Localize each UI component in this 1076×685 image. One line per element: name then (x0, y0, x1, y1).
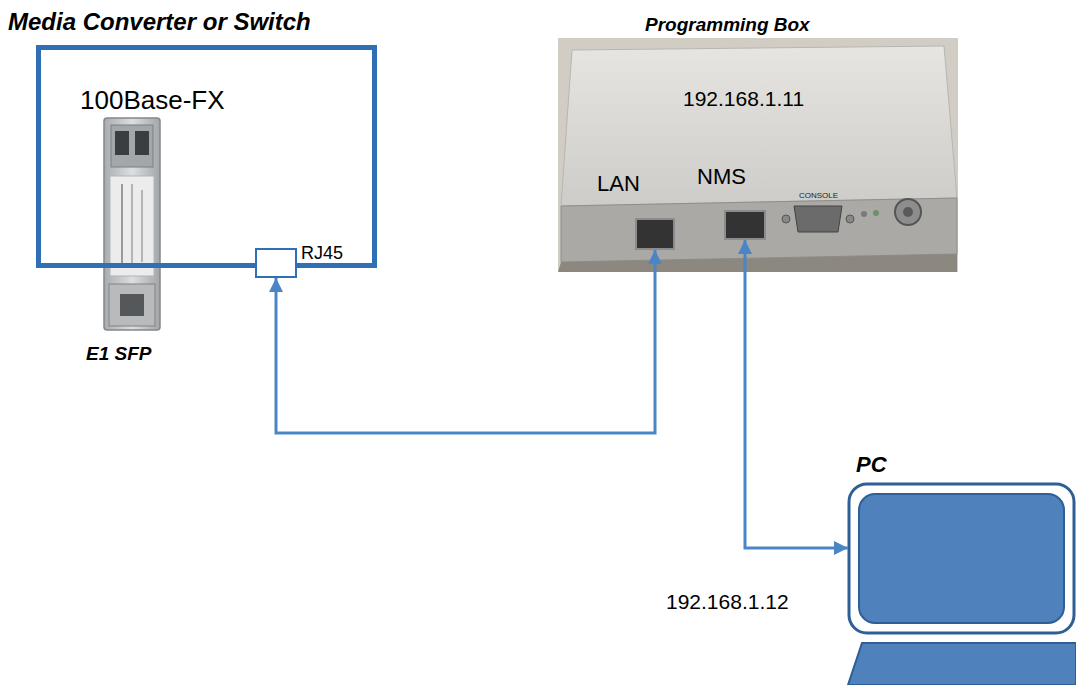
port-label: RJ45 (301, 243, 343, 264)
power-connector-pin (903, 207, 913, 217)
text-holder: E1 SFP (86, 343, 151, 365)
lan-port: LAN (635, 218, 675, 250)
connector-line (276, 250, 655, 433)
device-frame: Media Converter or Switch100Base-FXRJ45 (36, 45, 377, 268)
text-holder: Media Converter or Switch (8, 8, 311, 36)
status-led (861, 211, 867, 217)
text-holder: Programming Box (645, 14, 810, 36)
sfp-window (115, 131, 129, 155)
box-front-face (561, 198, 957, 262)
port-label: LAN (597, 171, 640, 196)
text-holder: 192.168.1.11 (683, 87, 804, 111)
text-holder: NMS (697, 164, 746, 189)
console-connector (794, 206, 842, 232)
monitor-frame (849, 484, 1074, 633)
sfp-module (104, 118, 160, 330)
device-title: PC (856, 452, 887, 477)
text-holder: PC (856, 452, 887, 477)
port-label: NMS (697, 164, 746, 189)
programming-box-photo (558, 38, 958, 272)
port-type-label: 100Base-FX (80, 86, 225, 116)
device-title: Media Converter or Switch (8, 8, 311, 36)
keyboard (848, 643, 1076, 685)
text-holder: LAN (597, 171, 640, 196)
connector-group (276, 240, 848, 548)
sfp-slot (120, 294, 144, 316)
monitor-screen (859, 494, 1064, 623)
connector-screw (782, 215, 790, 223)
text-holder: RJ45 (301, 243, 343, 264)
device-title: Programming Box (645, 14, 810, 36)
text-holder: 192.168.1.12 (666, 590, 789, 614)
pc-node: PC (848, 483, 1076, 635)
silkscreen-label: CONSOLE (799, 191, 838, 200)
sfp-sticker-print (121, 184, 123, 268)
status-led (873, 210, 879, 216)
sfp-body (104, 118, 160, 330)
programming-box: Programming Box192.168.1.11LANNMS (558, 38, 958, 272)
box-shadow (558, 254, 957, 272)
sfp-sticker (110, 176, 154, 276)
sfp-sticker-print (131, 184, 133, 268)
sfp-sticker-print (141, 190, 143, 262)
ip-address: 192.168.1.12 (666, 590, 789, 614)
power-connector (895, 199, 921, 225)
ip-address: 192.168.1.11 (683, 87, 804, 111)
pc-icon (848, 484, 1076, 685)
sfp-window (135, 131, 149, 155)
nms-port: NMS (724, 210, 766, 240)
photo-ground (558, 38, 958, 272)
sfp-latch (109, 284, 155, 326)
connector-screw (846, 215, 854, 223)
box-top-face (561, 46, 957, 206)
sfp-cage (111, 125, 153, 167)
text-holder: 100Base-FX (80, 86, 225, 116)
connector-line (745, 240, 848, 548)
rj45-port: RJ45 (255, 248, 297, 278)
text-holder: CONSOLE (799, 191, 838, 200)
module-caption: E1 SFP (86, 343, 151, 365)
